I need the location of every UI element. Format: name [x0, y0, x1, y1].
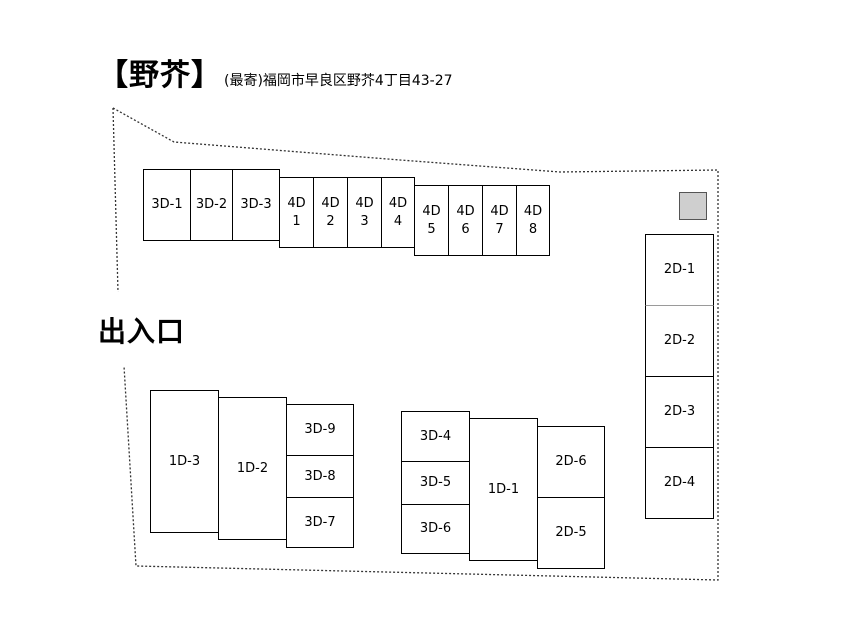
space-2d-5[interactable]: 2D-5 [537, 497, 605, 569]
space-label: 3D-3 [240, 197, 272, 212]
address-text: (最寄)福岡市早良区野芥4丁目43-27 [224, 73, 453, 89]
space-label: 2D-3 [663, 404, 696, 419]
space-3d-6[interactable]: 3D-6 [401, 504, 470, 554]
space-3d-4[interactable]: 3D-4 [401, 411, 470, 462]
space-label: 4D [422, 203, 441, 219]
space-label: 4D [490, 203, 509, 219]
space-label: 4D [355, 195, 374, 211]
space-label: 2D-2 [663, 333, 696, 348]
space-1d-1[interactable]: 1D-1 [469, 418, 538, 561]
space-3d-3[interactable]: 3D-3 [232, 169, 280, 241]
space-label: 3D-9 [304, 422, 336, 437]
space-label: 2D-5 [555, 525, 587, 540]
space-3d-8[interactable]: 3D-8 [286, 455, 354, 498]
space-label: 3D-4 [419, 428, 452, 444]
space-2d-6[interactable]: 2D-6 [537, 426, 605, 498]
space-number: 4 [393, 213, 403, 229]
space-2d-4[interactable]: 2D-4 [645, 447, 714, 519]
space-number: 8 [528, 221, 538, 237]
space-number: 1 [292, 213, 301, 229]
page-title: 【野芥】 [98, 58, 222, 93]
space-2d-3[interactable]: 2D-3 [645, 376, 714, 448]
space-label: 2D-6 [555, 454, 587, 469]
space-1d-2[interactable]: 1D-2 [218, 397, 287, 540]
entrance-label: 出入口 [98, 315, 186, 348]
space-number: 6 [461, 221, 470, 237]
space-label: 4D [321, 195, 340, 211]
space-2d-1[interactable]: 2D-1 [645, 234, 714, 306]
header: 【野芥】(最寄)福岡市早良区野芥4丁目43-27 [98, 50, 453, 94]
space-label: 4D [523, 203, 543, 219]
space-label: 3D-6 [419, 521, 452, 536]
space-number: 7 [495, 221, 504, 237]
space-1d-3[interactable]: 1D-3 [150, 390, 219, 533]
utility-box [679, 192, 707, 220]
space-label: 4D [388, 195, 408, 211]
space-label: 3D-1 [151, 197, 183, 212]
space-3d-1[interactable]: 3D-1 [143, 169, 191, 241]
space-label: 2D-4 [663, 475, 696, 490]
space-2d-2[interactable]: 2D-2 [645, 305, 714, 377]
space-label: 3D-5 [419, 475, 452, 490]
space-label: 3D-8 [304, 468, 336, 484]
space-label: 4D [287, 195, 306, 211]
space-3d-7[interactable]: 3D-7 [286, 497, 354, 548]
space-3d-2[interactable]: 3D-2 [190, 169, 233, 241]
space-number: 2 [326, 213, 335, 229]
space-label: 1D-3 [168, 453, 201, 469]
space-3d-9[interactable]: 3D-9 [286, 404, 354, 456]
space-label: 4D [456, 203, 475, 219]
space-label: 1D-1 [487, 481, 520, 497]
space-3d-5[interactable]: 3D-5 [401, 461, 470, 505]
space-label: 3D-7 [304, 514, 336, 530]
space-label: 1D-2 [236, 460, 269, 476]
space-label: 3D-2 [195, 197, 228, 212]
space-number: 5 [427, 221, 436, 237]
space-number: 3 [360, 213, 369, 229]
space-label: 2D-1 [663, 262, 696, 277]
